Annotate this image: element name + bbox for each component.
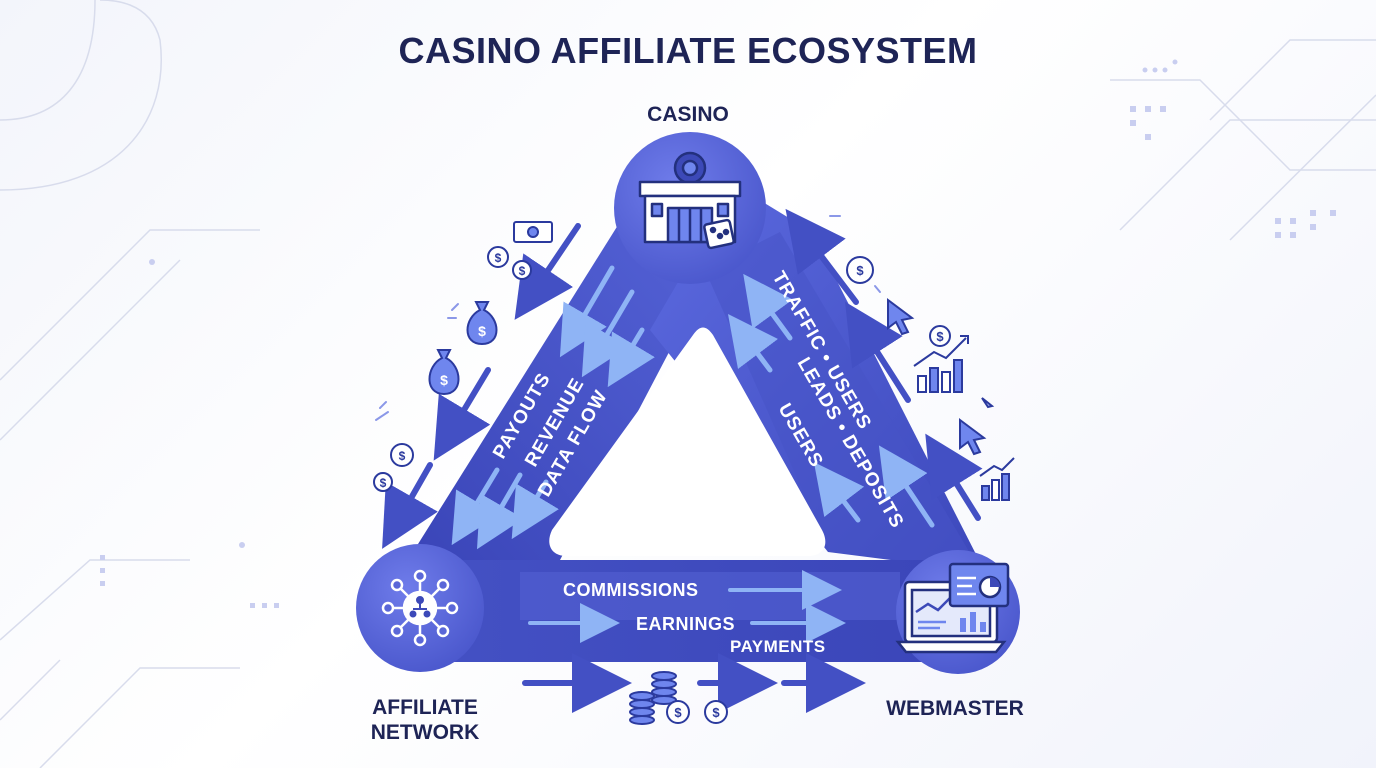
page-title: CASINO AFFILIATE ECOSYSTEM [398,30,978,71]
svg-text:$: $ [380,476,387,490]
cursor-icon [887,298,995,456]
affiliate-network-label-line2: NETWORK [370,721,480,744]
affiliate-network-label: AFFILIATE NETWORK [330,695,520,745]
svg-text:$: $ [936,329,944,344]
laptop-analytics-icon [895,562,1010,654]
money-bag-icon: $ $ [428,301,498,396]
growth-chart-icon [913,335,1015,501]
dollar-bill-icon [513,221,553,243]
background-dots [100,59,1336,608]
svg-text:$: $ [478,323,486,339]
coin-icon: $ $ $ $ [373,246,532,492]
outer-left-arrows [382,223,581,549]
outer-right-arrows [785,208,983,521]
svg-text:$: $ [674,705,682,720]
svg-text:$: $ [712,705,720,720]
svg-text:$: $ [495,251,502,265]
flow-label-commissions: COMMISSIONS [563,580,699,600]
flow-label-payments: PAYMENTS [730,637,826,656]
affiliate-network-label-line1: AFFILIATE [372,696,478,719]
svg-text:$: $ [440,372,448,388]
svg-text:$: $ [856,263,864,278]
left-band-arrows [451,265,655,550]
right-band-arrows [728,273,935,528]
svg-text:$: $ [519,264,526,278]
inner-triangle [549,327,826,556]
left-band [408,190,732,560]
svg-text:$: $ [399,449,406,463]
network-hub-icon [381,569,459,647]
bottom-band-arrows [528,570,846,643]
casino-label: CASINO [647,103,729,126]
coin-icon-right: $ $ [846,256,951,347]
webmaster-label: WEBMASTER [886,697,1024,720]
flow-label-earnings: EARNINGS [636,614,735,634]
casino-building-icon [638,151,742,250]
coin-stack-icon: $ $ [629,671,728,725]
